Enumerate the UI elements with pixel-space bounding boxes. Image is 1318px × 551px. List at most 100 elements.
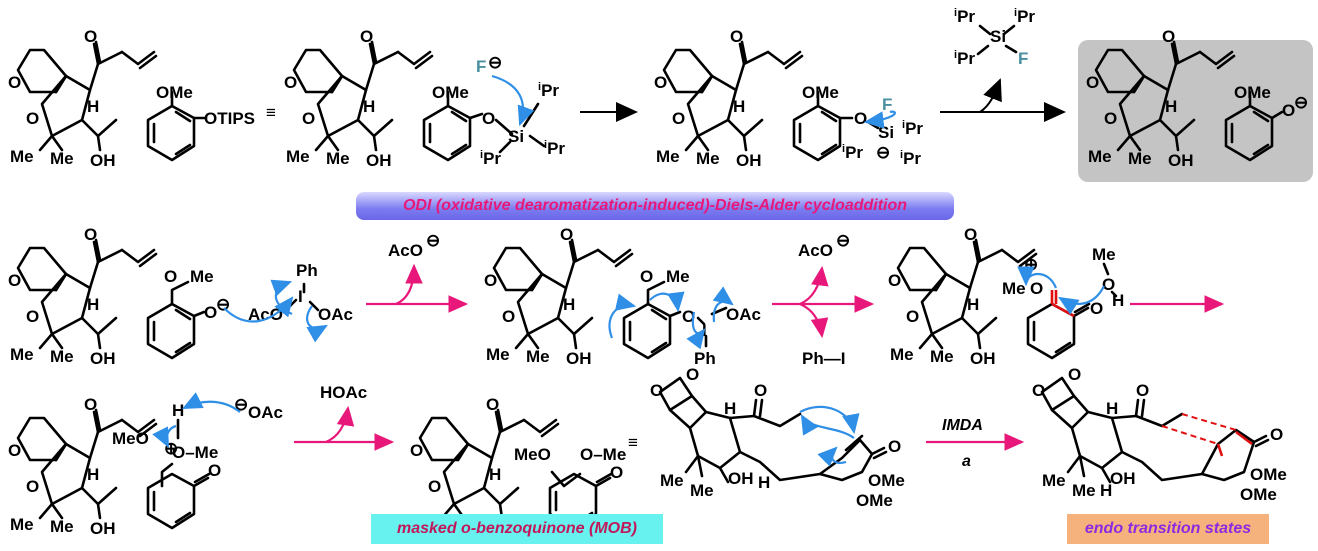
equivalence-sign: ≡	[266, 103, 276, 122]
byproduct-arrow	[979, 78, 1002, 113]
svg-text:iPr: iPr	[954, 7, 975, 26]
svg-text:O: O	[428, 477, 441, 496]
silicon-label: Si	[508, 127, 524, 146]
iodobenzene-byproduct: Ph—I	[802, 349, 845, 368]
svg-text:iPr: iPr	[900, 149, 921, 168]
svg-text:O: O	[1032, 381, 1045, 400]
hydroxyl-label: OH	[736, 151, 762, 170]
electron-arrow	[491, 74, 535, 127]
svg-text:O: O	[8, 441, 21, 460]
svg-text:MeO: MeO	[514, 445, 551, 464]
aryloxy-iodane-intermediate: O O O H Me Me OH O Me O I OAc Ph	[484, 225, 761, 368]
svg-text:O: O	[410, 441, 423, 460]
atom-o: O	[1282, 101, 1295, 120]
svg-text:Me: Me	[930, 347, 954, 366]
byproduct-arrow	[799, 302, 829, 339]
hydroxyl-label: OH	[90, 151, 116, 170]
svg-text:O: O	[502, 307, 515, 326]
atom-o: O	[654, 73, 667, 92]
svg-text:⊖: ⊖	[836, 231, 850, 250]
electron-arrow	[1058, 285, 1105, 315]
methyl-label: Me	[286, 147, 310, 166]
atom-o: O	[672, 109, 685, 128]
svg-text:F: F	[1018, 49, 1028, 68]
svg-text:Me: Me	[486, 345, 510, 364]
svg-text:O: O	[84, 225, 97, 244]
svg-text:Me: Me	[1092, 245, 1116, 264]
electron-arrow	[608, 293, 637, 339]
atom-o: O	[1104, 109, 1117, 128]
svg-text:O: O	[26, 477, 39, 496]
svg-text:Si: Si	[990, 27, 1006, 46]
otips-label: OTIPS	[204, 109, 255, 128]
svg-text:O–Me: O–Me	[172, 443, 218, 462]
svg-text:O: O	[208, 461, 221, 480]
atom-h: H	[87, 97, 99, 116]
fluoride-attack-structure: O O O H Me Me OH OMe O Si iPr iPr iPr F …	[284, 27, 565, 170]
methoxy-label: OMe	[1234, 83, 1271, 102]
methyl-label: Me	[1088, 147, 1112, 166]
svg-text:O: O	[484, 271, 497, 290]
svg-text:O: O	[1136, 381, 1149, 400]
svg-text:Me: Me	[10, 345, 34, 364]
svg-text:OMe: OMe	[856, 491, 893, 510]
equivalence-sign: ≡	[628, 433, 638, 452]
svg-text:iPr: iPr	[538, 81, 559, 100]
methyl-label: Me	[1128, 149, 1152, 168]
svg-text:OH: OH	[90, 349, 116, 368]
acetic-acid-byproduct: HOAc	[320, 383, 367, 402]
svg-text:OAc: OAc	[726, 305, 761, 324]
svg-text:⊖: ⊖	[234, 395, 248, 414]
methoxy-label: OMe	[432, 83, 469, 102]
svg-text:H: H	[724, 399, 736, 418]
svg-text:Me: Me	[690, 481, 714, 500]
methoxy-label: OMe	[802, 83, 839, 102]
electron-arrow	[182, 392, 241, 413]
electron-arrow	[817, 446, 847, 467]
atom-o: O	[1162, 27, 1175, 46]
svg-text:⊕: ⊕	[1024, 255, 1038, 274]
tips-fluoride-byproduct: iPr iPr Si iPr F	[954, 7, 1035, 68]
electron-arrow	[306, 305, 328, 343]
electron-arrow	[649, 291, 685, 313]
svg-text:Me: Me	[1072, 481, 1096, 500]
electron-arrow	[800, 414, 855, 439]
substrate-otips: O O O H Me Me OH OMe OTIPS	[8, 27, 255, 170]
svg-text:O: O	[84, 395, 97, 414]
svg-text:H: H	[758, 473, 770, 492]
svg-text:Me: Me	[10, 515, 34, 534]
atom-o: O	[730, 27, 743, 46]
svg-text:Me: Me	[50, 347, 74, 366]
atom-o: O	[360, 27, 373, 46]
svg-text:iPr: iPr	[1014, 7, 1035, 26]
odi-banner: ODI (oxidative dearomatization-induced)-…	[356, 192, 954, 220]
svg-text:OMe: OMe	[868, 471, 905, 490]
svg-text:AcO: AcO	[798, 241, 833, 260]
svg-text:O: O	[204, 303, 217, 322]
svg-text:Me: Me	[190, 267, 214, 286]
svg-text:O: O	[640, 267, 653, 286]
svg-text:Me: Me	[1042, 471, 1066, 490]
silicon-label: Si	[878, 123, 894, 142]
svg-text:⊖: ⊖	[426, 231, 440, 250]
svg-text:H: H	[87, 295, 99, 314]
svg-text:OMe: OMe	[1240, 485, 1277, 504]
phenoxide-product: O O O H Me Me OH OMe O ⊖	[1086, 27, 1308, 170]
svg-text:O: O	[650, 381, 663, 400]
condition-a-label: a	[962, 453, 971, 470]
electron-arrow	[152, 424, 177, 448]
byproduct-arrow	[799, 265, 829, 306]
svg-text:H: H	[1106, 399, 1118, 418]
atom-o: O	[26, 109, 39, 128]
methyl-label: Me	[656, 147, 680, 166]
electron-arrow	[799, 405, 860, 435]
methyl-label: Me	[326, 149, 350, 168]
hydroxyl-label: OH	[366, 151, 392, 170]
svg-text:Me: Me	[526, 347, 550, 366]
electron-arrow	[686, 311, 706, 350]
svg-text:H: H	[563, 295, 575, 314]
svg-text:Ph: Ph	[296, 261, 318, 280]
oxocarbenium-intermediate: O O O H Me Me OH Me O ⊕ O Me O H	[888, 225, 1124, 368]
atom-o: O	[482, 109, 495, 128]
